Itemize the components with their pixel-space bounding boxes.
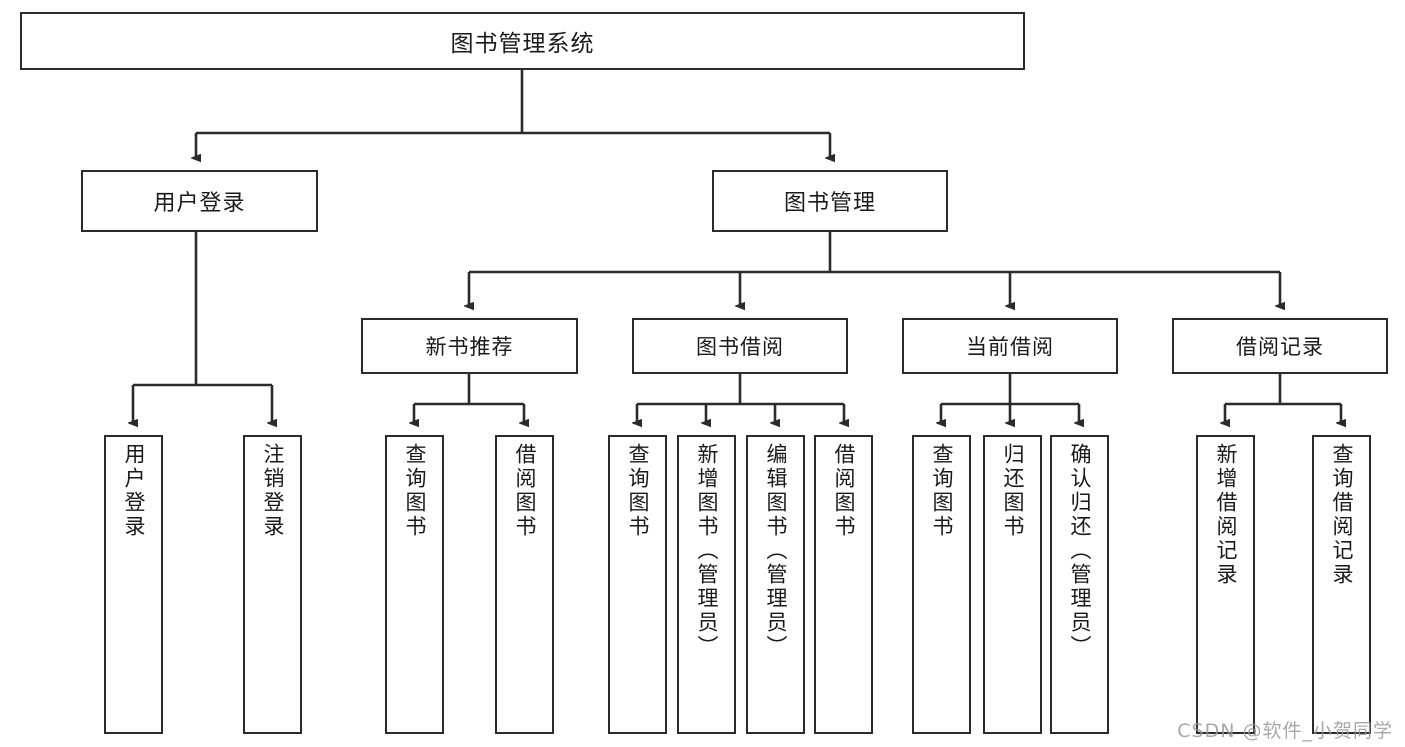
leaf-user-login-logout[interactable]: 注销登录 <box>243 435 302 734</box>
node-label: 归还图书 <box>1001 443 1025 539</box>
leaf-borrow-record-add-record[interactable]: 新增借阅记录 <box>1196 435 1255 734</box>
node-label: 借阅图书 <box>832 443 856 539</box>
leaf-new-book-query-book[interactable]: 查询图书 <box>385 435 444 734</box>
node-label: 查询借阅记录 <box>1330 443 1354 587</box>
node-label: 新书推荐 <box>425 335 514 359</box>
leaf-book-borrow-borrow-book[interactable]: 借阅图书 <box>814 435 873 734</box>
leaf-book-borrow-add-book-admin[interactable]: 新增图书（管理员） <box>677 435 736 734</box>
node-label: 注销登录 <box>261 443 285 539</box>
watermark-csdn: CSDN @软件_小贺同学 <box>1177 720 1393 742</box>
node-book-borrow[interactable]: 图书借阅 <box>632 318 848 374</box>
node-user-login[interactable]: 用户登录 <box>81 170 318 232</box>
leaf-current-borrow-return-book[interactable]: 归还图书 <box>983 435 1042 734</box>
node-current-borrow[interactable]: 当前借阅 <box>902 318 1118 374</box>
node-label: 查询图书 <box>930 443 954 539</box>
node-label: 当前借阅 <box>966 335 1054 359</box>
node-label: 新增图书（管理员） <box>695 443 719 659</box>
node-label: 借阅图书 <box>513 443 537 539</box>
node-label: 查询图书 <box>626 443 650 539</box>
leaf-book-borrow-edit-book-admin[interactable]: 编辑图书（管理员） <box>746 435 805 734</box>
node-label: 借阅记录 <box>1236 335 1324 359</box>
node-label: 编辑图书（管理员） <box>764 443 788 659</box>
leaf-user-login-login[interactable]: 用户登录 <box>104 435 163 734</box>
leaf-new-book-borrow-book[interactable]: 借阅图书 <box>495 435 554 734</box>
node-label: 图书管理系统 <box>450 31 595 57</box>
leaf-book-borrow-query-book[interactable]: 查询图书 <box>608 435 667 734</box>
node-label: 确认归还（管理员） <box>1068 443 1092 659</box>
node-label: 图书管理 <box>783 191 876 216</box>
node-book-management[interactable]: 图书管理 <box>712 170 948 232</box>
leaf-current-borrow-query-book[interactable]: 查询图书 <box>912 435 971 734</box>
node-label: 查询图书 <box>403 443 427 539</box>
leaf-current-borrow-confirm-return-admin[interactable]: 确认归还（管理员） <box>1050 435 1109 734</box>
node-new-book-recommend[interactable]: 新书推荐 <box>361 318 578 374</box>
leaf-borrow-record-query-record[interactable]: 查询借阅记录 <box>1312 435 1371 734</box>
node-root-book-management-system[interactable]: 图书管理系统 <box>20 12 1025 70</box>
node-label: 用户登录 <box>122 443 146 539</box>
node-label: 图书借阅 <box>696 335 784 359</box>
node-label: 用户登录 <box>153 191 246 216</box>
node-label: 新增借阅记录 <box>1214 443 1238 587</box>
node-borrow-record[interactable]: 借阅记录 <box>1172 318 1388 374</box>
